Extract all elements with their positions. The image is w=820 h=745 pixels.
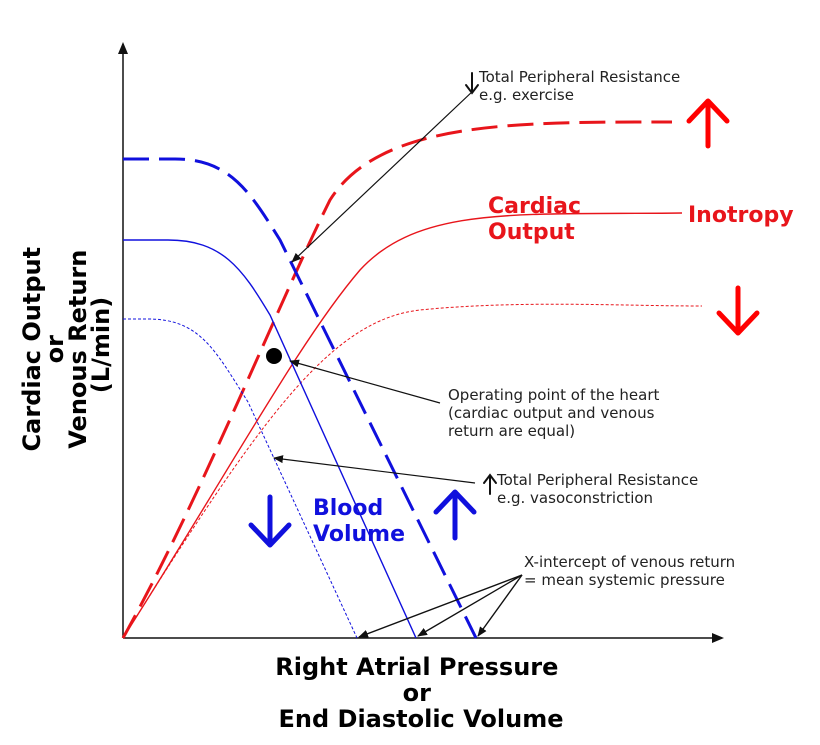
- cardiac-output-curve-increased: [121, 120, 673, 639]
- cardiac-output-label-line-1: Cardiac: [488, 194, 581, 219]
- x-intercept-pointer-3: [477, 574, 523, 637]
- x-axis-title-line-3: End Diastolic Volume: [279, 705, 564, 733]
- tpr-decrease-annotation: Total Peripheral Resistance e.g. exercis…: [478, 68, 685, 104]
- venous-return-curve-decreased: [123, 318, 358, 639]
- x-intercept-line-2: = mean systemic pressure: [524, 571, 725, 589]
- cardiac-output-curve-decreased: [122, 303, 703, 639]
- cardiac-output-label: Cardiac Output: [488, 194, 589, 245]
- tpr-up-arrow-icon: [483, 473, 497, 495]
- operating-point-line-3: return are equal): [448, 422, 575, 440]
- x-intercept-pointer-1: [358, 574, 523, 638]
- blood-volume-down-arrow-icon: [248, 494, 292, 548]
- tpr-increase-line-1: Total Peripheral Resistance: [496, 471, 698, 489]
- blood-volume-label: Blood Volume: [313, 496, 405, 547]
- y-axis-title-line-4: (L/min): [87, 297, 115, 393]
- cardiac-output-label-line-2: Output: [488, 220, 575, 245]
- y-axis-title-line-2: or: [41, 335, 69, 363]
- x-axis-title: Right Atrial Pressure or End Diastolic V…: [275, 653, 567, 733]
- x-intercept-pointer-2: [417, 574, 523, 637]
- venous-return-curve-normal: [123, 239, 417, 639]
- venous-return-curve-increased: [123, 157, 478, 639]
- inotropy-label: Inotropy: [688, 203, 794, 228]
- tpr-decrease-line-2: e.g. exercise: [479, 86, 574, 104]
- y-axis-title-line-3: Venous Return: [64, 250, 92, 449]
- tpr-increase-pointer: [273, 455, 476, 484]
- x-axis-title-line-2: or: [403, 679, 431, 707]
- tpr-down-arrow-icon: [465, 72, 479, 95]
- x-intercept-annotation: X-intercept of venous return = mean syst…: [524, 553, 740, 589]
- inotropy-down-arrow-icon: [716, 285, 760, 336]
- blood-volume-label-line-1: Blood: [313, 496, 383, 521]
- tpr-decrease-pointer: [291, 89, 475, 263]
- x-intercept-line-1: X-intercept of venous return: [524, 553, 735, 571]
- y-axis-title: Cardiac Output or Venous Return (L/min): [18, 239, 115, 452]
- operating-point-pointer: [289, 359, 441, 404]
- operating-point-line-2: (cardiac output and venous: [448, 404, 655, 422]
- y-axis-title-line-1: Cardiac Output: [18, 247, 46, 452]
- inotropy-up-arrow-icon: [686, 98, 730, 149]
- x-axis-title-line-1: Right Atrial Pressure: [275, 653, 558, 681]
- cardiac-output-curve-normal: [122, 212, 683, 639]
- tpr-increase-line-2: e.g. vasoconstriction: [497, 489, 653, 507]
- operating-point-annotation: Operating point of the heart (cardiac ou…: [448, 386, 664, 440]
- operating-point-line-1: Operating point of the heart: [448, 386, 659, 404]
- tpr-decrease-line-1: Total Peripheral Resistance: [478, 68, 680, 86]
- tpr-increase-annotation: Total Peripheral Resistance e.g. vasocon…: [496, 471, 703, 507]
- y-axis-title-group: Cardiac Output or Venous Return (L/min): [18, 239, 115, 452]
- blood-volume-up-arrow-icon: [433, 489, 477, 541]
- blood-volume-label-line-2: Volume: [313, 522, 405, 547]
- operating-point-marker: [266, 348, 282, 364]
